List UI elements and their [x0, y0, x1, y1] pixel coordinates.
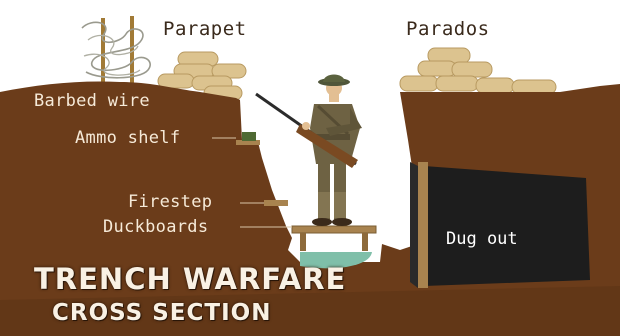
parapet-label: Parapet [163, 18, 247, 40]
parados-label: Parados [406, 18, 490, 40]
title-line-1: TRENCH WARFARE [34, 262, 346, 296]
title-line-2: CROSS SECTION [52, 300, 271, 326]
ammo-shelf-label: Ammo shelf [75, 128, 180, 148]
duckboards-illustration [292, 226, 376, 251]
dugout-illustration [410, 162, 590, 288]
firestep-label: Firestep [128, 192, 212, 212]
dug-out-label: Dug out [446, 229, 518, 249]
firestep-illustration [264, 200, 288, 206]
parados-sandbags [400, 48, 556, 94]
barbed-wire-illustration [82, 16, 150, 84]
duckboards-label: Duckboards [103, 217, 208, 237]
barbed-wire-label: Barbed wire [34, 91, 150, 111]
